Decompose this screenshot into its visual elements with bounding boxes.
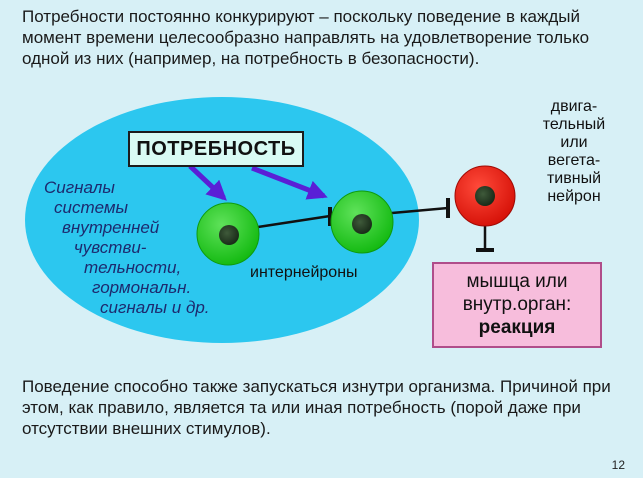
- signals-line: сигналы и др.: [100, 298, 210, 317]
- signals-line: гормональн.: [92, 278, 192, 297]
- internal-signals-label: Сигналы системы внутренней чувстви- тель…: [20, 178, 240, 318]
- motor-label-line: нейрон: [547, 188, 601, 205]
- effector-line-1: мышца или: [466, 271, 568, 292]
- signals-line: чувстви-: [74, 238, 147, 257]
- motor-label-line: тельный: [542, 116, 606, 133]
- signals-line: внутренней: [62, 218, 160, 237]
- top-paragraph: Потребности постоянно конкурируют – поск…: [22, 7, 590, 68]
- need-arrow-2: [251, 165, 328, 200]
- motor-link: [391, 206, 449, 215]
- interneuron-link: [257, 214, 331, 229]
- effector-line-2: внутр.орган:: [462, 294, 572, 315]
- motor-label-line: или: [560, 134, 588, 151]
- motor-neuron-label: двига- тельный или вегета- тивный нейрон: [534, 98, 614, 206]
- motor-label-line: вегета-: [547, 152, 601, 169]
- signals-line: системы: [54, 198, 129, 217]
- page-number: 12: [611, 458, 625, 472]
- motor-label-line: тивный: [546, 170, 602, 187]
- interneuron-1-nucleus: [219, 225, 239, 245]
- signals-line: Сигналы: [44, 178, 115, 197]
- motor-label-line: двига-: [550, 98, 598, 115]
- interneurons-label: интернейроны: [250, 264, 358, 281]
- effector-box: мышца или внутр.орган: реакция: [432, 262, 602, 348]
- bottom-paragraph: Поведение способно также запускаться изн…: [22, 377, 611, 438]
- effector-reaction: реакция: [478, 317, 556, 338]
- motor-neuron-nucleus: [475, 186, 495, 206]
- need-box: ПОТРЕБНОСТЬ: [128, 131, 304, 167]
- signals-line: тельности,: [84, 258, 182, 277]
- need-arrow-1: [188, 164, 227, 201]
- interneuron-2-nucleus: [352, 214, 372, 234]
